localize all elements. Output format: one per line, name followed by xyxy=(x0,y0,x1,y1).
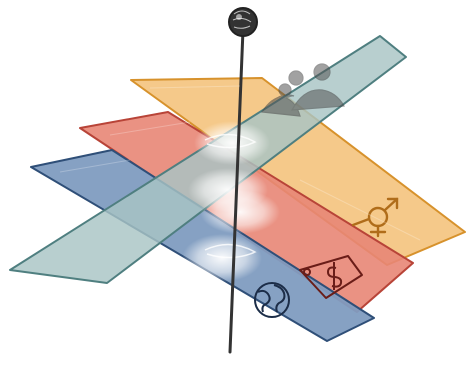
layered-planes-illustration xyxy=(0,0,468,365)
illustration-canvas xyxy=(0,0,468,365)
